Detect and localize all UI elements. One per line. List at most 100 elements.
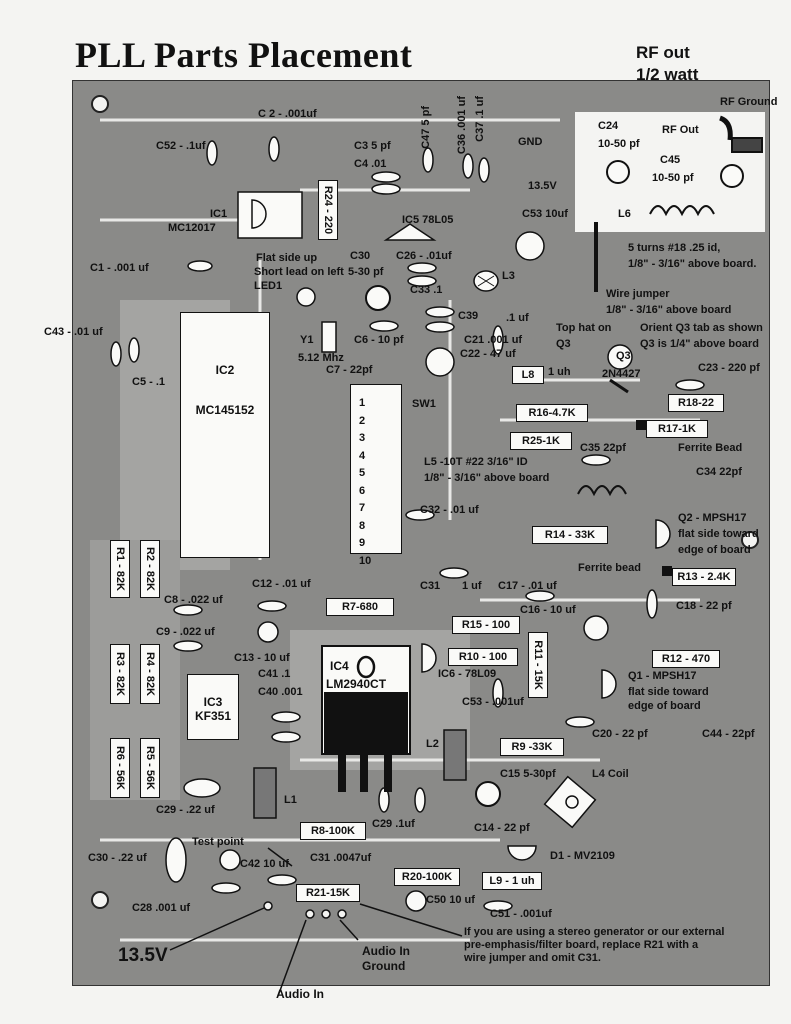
l5-label-2: 1/8" - 3/16" above board xyxy=(424,472,550,484)
sw1-position-8: 8 xyxy=(359,519,366,532)
orient-label: Orient Q3 tab as shown xyxy=(640,322,763,334)
r15-resistor: R15 - 100 xyxy=(452,616,520,634)
c30-label: C30 xyxy=(350,250,371,262)
c12-label: C12 - .01 uf xyxy=(252,578,311,590)
audio-in-ground-line1: Audio In xyxy=(362,944,410,958)
y1-value: 5.12 Mhz xyxy=(298,352,344,364)
r24-resistor: R24 - 220 xyxy=(318,180,338,240)
c18-label: C18 - 22 pf xyxy=(676,600,732,612)
c45-label: C45 xyxy=(660,154,681,166)
sw1-position-4: 4 xyxy=(359,449,366,462)
c42-label: C42 10 uf xyxy=(240,858,289,870)
q3-label: Q3 xyxy=(616,350,631,362)
c29-label: C29 - .22 uf xyxy=(156,804,215,816)
r16-resistor: R16-4.7K xyxy=(516,404,588,422)
l8-inductor: L8 xyxy=(512,366,544,384)
rf-out-line2: 1/2 watt xyxy=(636,65,699,84)
r21-resistor: R21-15K xyxy=(296,884,360,902)
c6-label: C6 - 10 pf xyxy=(354,334,404,346)
c31b-label: C31 .0047uf xyxy=(310,852,372,864)
c47-label: C47 5 pf xyxy=(420,106,432,149)
c40-label: C40 .001 xyxy=(258,686,303,698)
sw1-position-9: 9 xyxy=(359,537,366,549)
c52-label: C52 - .1uf xyxy=(156,140,206,152)
q2-label: Q2 - MPSH17 xyxy=(678,512,747,524)
c17-label: C17 - .01 uf xyxy=(498,580,557,592)
ic4-part: LM2940CT xyxy=(326,677,387,691)
stereo-note-line3: wire jumper and omit C31. xyxy=(464,952,601,964)
stereo-note: If you are using a stereo generator or o… xyxy=(464,926,724,965)
c21-label: C21 .001 uf xyxy=(464,334,523,346)
v13-5-top-label: 13.5V xyxy=(528,180,557,192)
stereo-note-line1: If you are using a stereo generator or o… xyxy=(464,926,725,938)
c22-label: C22 - 47 uf xyxy=(460,348,516,360)
c31-top-label: C31 xyxy=(420,580,441,592)
c28-label: C28 .001 uf xyxy=(132,902,191,914)
c24-value: 10-50 pf xyxy=(598,138,640,150)
c13-label: C13 - 10 uf xyxy=(234,652,290,664)
audio-in-ground-label: Audio In Ground xyxy=(362,944,410,974)
r1-resistor: R1 - 82K xyxy=(110,540,130,598)
sw1-position-7: 7 xyxy=(359,502,366,514)
gnd-label: GND xyxy=(518,136,543,148)
short-lead-label: Short lead on left xyxy=(254,266,344,278)
l6-label: L6 xyxy=(618,208,631,220)
orient-label-2: Q3 is 1/4" above board xyxy=(640,338,759,350)
rf-out-line1: RF out xyxy=(636,43,690,62)
r12-resistor: R12 - 470 xyxy=(652,650,720,668)
r18-resistor: R18-22 xyxy=(668,394,724,412)
flat-side-label: Flat side up xyxy=(256,252,318,264)
r17-resistor: R17-1K xyxy=(646,420,708,438)
r20-resistor: R20-100K xyxy=(394,868,460,886)
c41-label: C41 .1 xyxy=(258,668,291,680)
ic3-kf351: IC3 KF351 xyxy=(187,674,239,740)
c5-label: C5 - .1 xyxy=(132,376,166,388)
ic3-part: KF351 xyxy=(194,709,232,723)
c39-label: C39 xyxy=(458,310,479,322)
ic5-label: IC5 78L05 xyxy=(402,214,454,226)
c53-top-label: C53 10uf xyxy=(522,208,568,220)
l9-inductor: L9 - 1 uh xyxy=(482,872,542,890)
rf-out-heading: RF out 1/2 watt xyxy=(636,42,698,86)
q1-label-3: edge of board xyxy=(628,700,701,712)
ic4-label: IC4 xyxy=(330,659,349,673)
c29b-label: C29 .1uf xyxy=(372,818,415,830)
r11-resistor: R11 - 15K xyxy=(528,632,548,698)
l8-value: 1 uh xyxy=(548,366,571,378)
led1-label: LED1 xyxy=(254,280,283,292)
ic6-label: IC6 - 78L09 xyxy=(438,668,497,680)
rf-ground-label: RF Ground xyxy=(720,96,778,108)
ic1-part: MC12017 xyxy=(168,222,216,234)
r3-resistor: R3 - 82K xyxy=(110,644,130,704)
turns-label: 5 turns #18 .25 id, xyxy=(628,242,721,254)
q1-label-2: flat side toward xyxy=(628,686,709,698)
c51-label: C51 - .001uf xyxy=(490,908,552,920)
c1-label: C1 - .001 uf xyxy=(90,262,149,274)
sw1-position-1: 1 xyxy=(359,397,366,409)
r14-resistor: R14 - 33K xyxy=(532,526,608,544)
ferrite-bead-2-label: Ferrite bead xyxy=(578,562,641,574)
top-hat-label-2: Q3 xyxy=(556,338,571,350)
c15-label: C15 5-30pf xyxy=(500,768,556,780)
c26-label: C26 - .01uf xyxy=(396,250,452,262)
r9-resistor: R9 -33K xyxy=(500,738,564,756)
ferrite-bead-1-label: Ferrite Bead xyxy=(678,442,743,454)
d1-label: D1 - MV2109 xyxy=(550,850,615,862)
test-point-label: Test point xyxy=(192,836,244,848)
sw1-position-2: 2 xyxy=(359,414,366,427)
l5-label: L5 -10T #22 3/16" ID xyxy=(424,456,528,468)
l3-label: L3 xyxy=(502,270,515,282)
sw1-position-6: 6 xyxy=(359,484,366,497)
c3-label: C3 5 pf xyxy=(354,140,391,152)
c24-label: C24 xyxy=(598,120,619,132)
c31-top-value: 1 uf xyxy=(462,580,482,592)
y1-label: Y1 xyxy=(300,334,314,346)
c9-label: C9 - .022 uf xyxy=(156,626,215,638)
ic3-label: IC3 xyxy=(203,695,223,709)
wire-jumper-label: Wire jumper xyxy=(606,288,670,300)
r13-resistor: R13 - 2.4K xyxy=(672,568,736,586)
c35-label: C35 22pf xyxy=(580,442,626,454)
